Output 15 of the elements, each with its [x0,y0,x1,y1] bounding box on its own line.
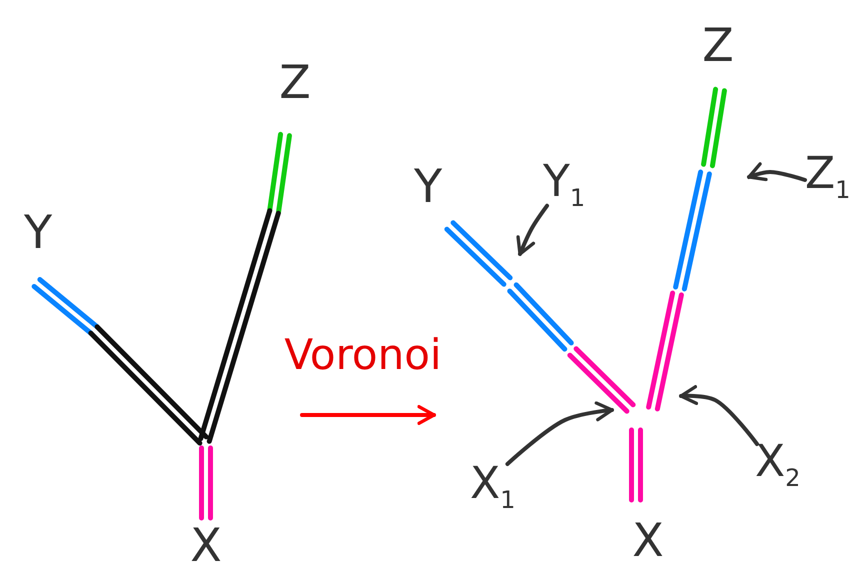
leader-line [516,204,549,256]
point-label: Y [24,209,52,255]
leader-line [747,162,807,182]
callout-label: Y$_{1}$ [543,160,586,210]
point-label: Z [279,59,311,105]
point-label: Y [414,163,442,209]
callout-label: Z$_{1}$ [805,152,850,202]
point-label: X [632,517,664,563]
leader-line [679,385,759,446]
callout-label: X$_{1}$ [470,462,516,512]
leader-line [505,401,614,466]
point-label: X [190,522,222,568]
point-label: Z [702,22,734,68]
callout-label: X$_{2}$ [755,440,800,490]
arrow [300,405,436,425]
